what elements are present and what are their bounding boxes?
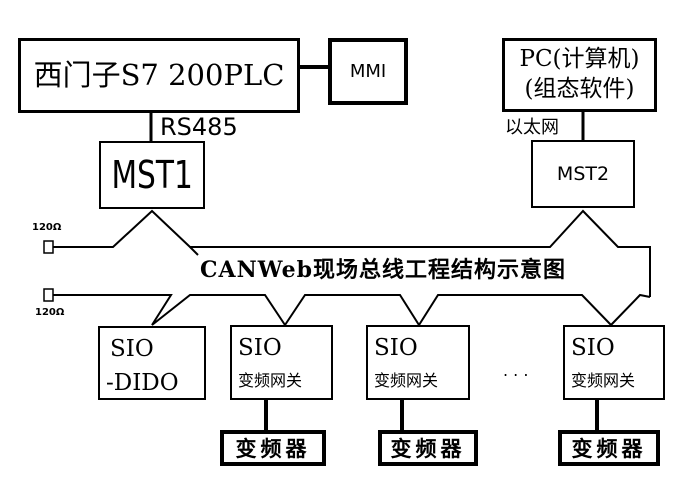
sio-gateway-line1: SIO — [374, 335, 418, 361]
sio-gateway-line1: SIO — [571, 335, 615, 361]
mst1-box: MST1 — [99, 141, 205, 209]
sio-gateway-box: SIO 变频网关 — [563, 325, 665, 400]
sio-gateway-box: SIO 变频网关 — [366, 325, 470, 400]
mst2-box: MST2 — [531, 140, 635, 208]
inverter-label: 变频器 — [571, 435, 647, 461]
can-bus-upper — [52, 209, 651, 297]
terminator-label-bottom: 120Ω — [35, 307, 65, 318]
pc-box: PC(计算机) (组态软件) — [502, 38, 657, 112]
ethernet-label: 以太网 — [505, 117, 559, 138]
mst1-label: MST1 — [111, 153, 193, 197]
sio-dido-line2: -DIDO — [106, 370, 179, 396]
inverter-box: 变频器 — [378, 430, 478, 466]
mmi-box: MMI — [328, 38, 408, 105]
rs485-label: RS485 — [160, 113, 238, 141]
plc-box: 西门子S7 200PLC — [18, 38, 300, 113]
mst2-label: MST2 — [556, 162, 610, 185]
can-bus-lower — [52, 293, 651, 327]
ellipsis: . . . — [503, 361, 529, 380]
pc-label-line2: (组态软件) — [524, 76, 635, 102]
sio-gateway-line2: 变频网关 — [571, 371, 636, 390]
terminator-label-top: 120Ω — [32, 222, 62, 233]
plc-label: 西门子S7 200PLC — [33, 58, 285, 92]
inverter-label: 变频器 — [390, 435, 466, 461]
mmi-label: MMI — [349, 60, 387, 82]
inverter-box: 变频器 — [220, 430, 326, 466]
sio-dido-line1: SIO — [110, 336, 154, 362]
inverter-label: 变频器 — [235, 435, 311, 461]
bus-title: CANWeb现场总线工程结构示意图 — [200, 257, 566, 283]
sio-gateway-box: SIO 变频网关 — [230, 325, 333, 400]
sio-gateway-line1: SIO — [238, 335, 282, 361]
pc-label-line1: PC(计算机) — [519, 46, 640, 73]
terminator-resistor-bottom — [43, 288, 54, 302]
terminator-resistor-top — [43, 240, 54, 254]
sio-gateway-line2: 变频网关 — [374, 371, 439, 390]
sio-dido-box: SIO -DIDO — [98, 326, 206, 400]
inverter-box: 变频器 — [558, 430, 660, 466]
sio-gateway-line2: 变频网关 — [238, 371, 303, 390]
